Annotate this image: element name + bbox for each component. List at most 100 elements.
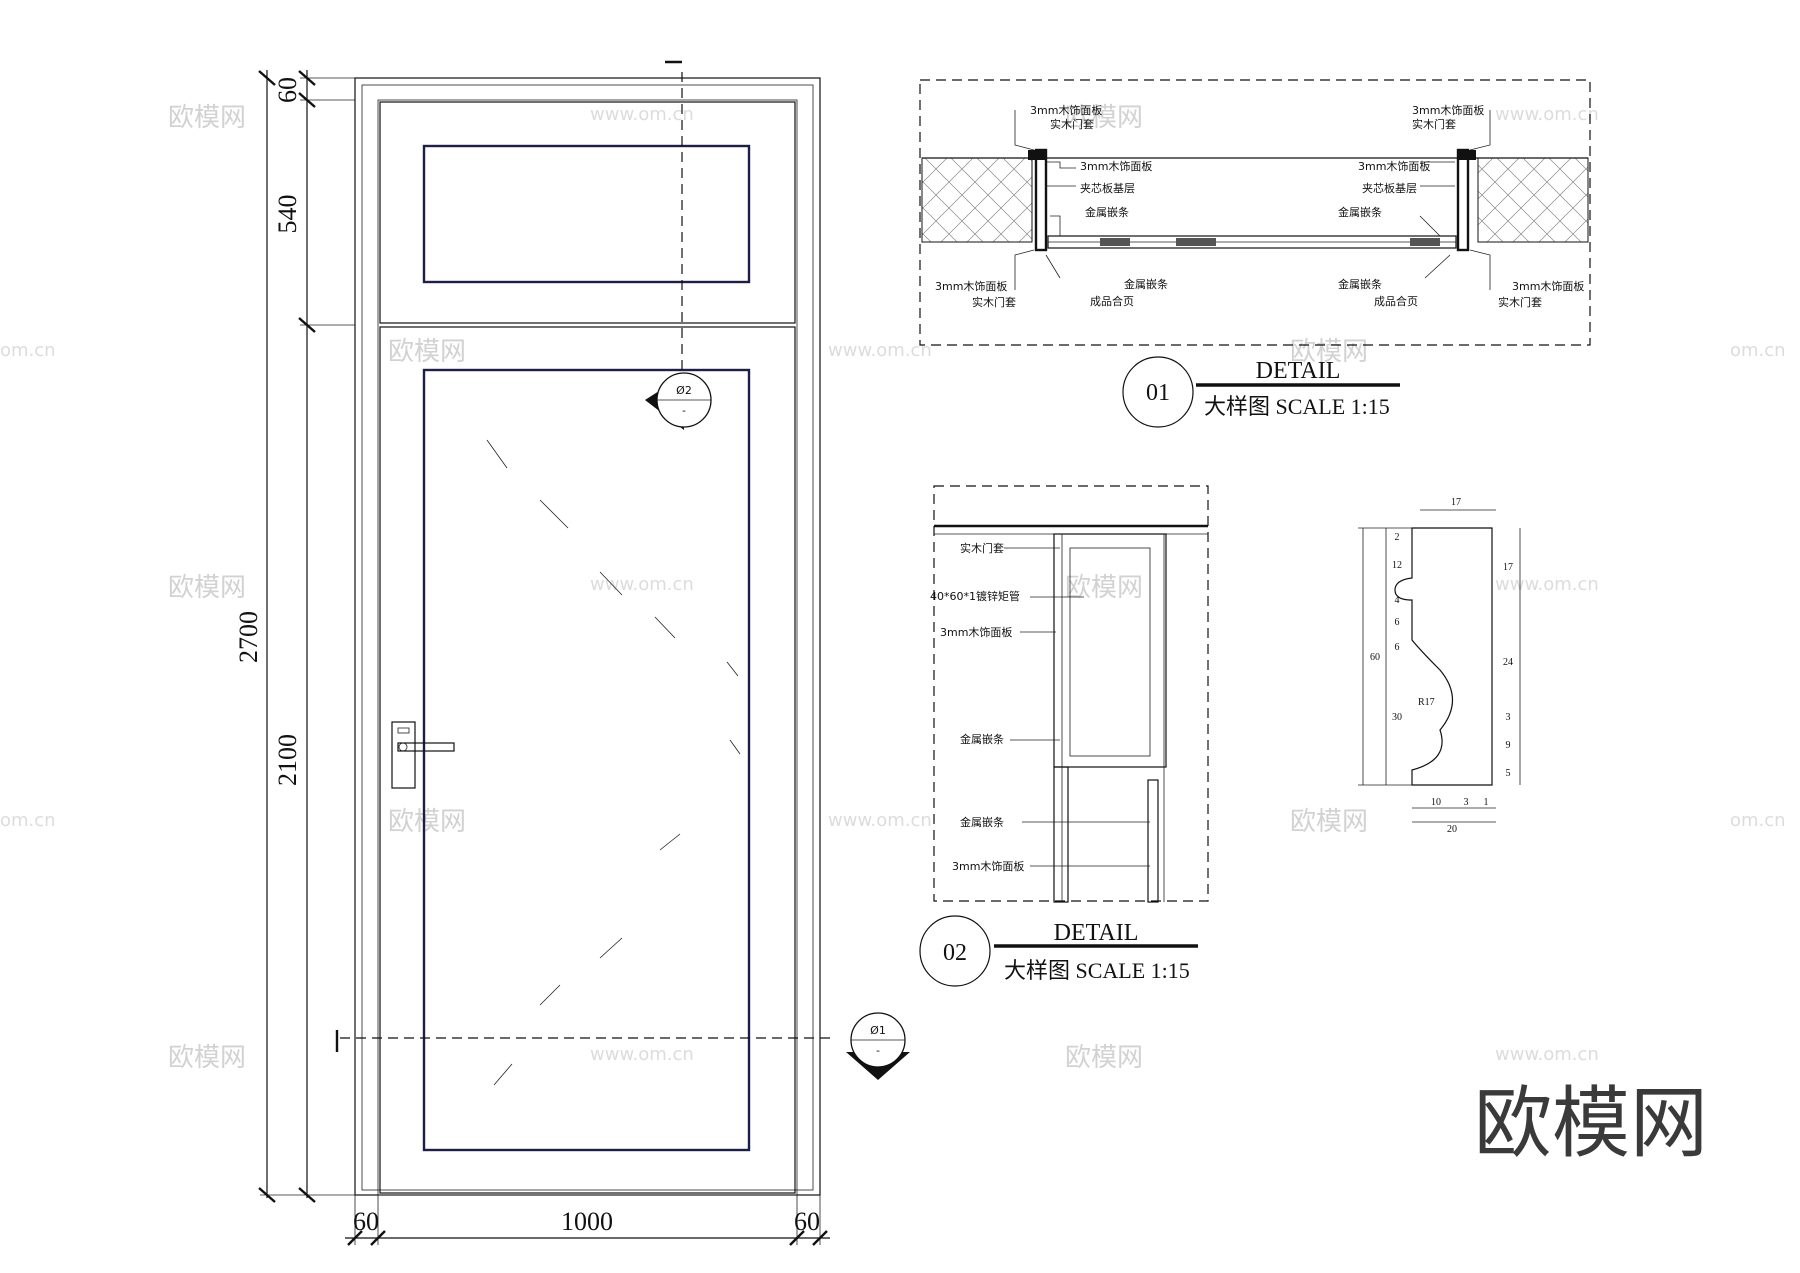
- detail-01-title: DETAIL: [1256, 358, 1341, 384]
- detail-01-frame: [919, 79, 1591, 346]
- section-marker-1: Ø1 -: [846, 1012, 910, 1080]
- detail-01: 3mm木饰面板 实木门套 3mm木饰面板 夹芯板基层 金属嵌条 3mm木饰面板 …: [919, 79, 1591, 428]
- d01-label-l4: 金属嵌条: [1085, 205, 1129, 219]
- jamb-left: [1034, 148, 1048, 252]
- door-inset-panel: [422, 368, 751, 1152]
- watermark-site: www.om.cn: [590, 574, 694, 595]
- dim-2100: 2100: [273, 734, 302, 786]
- transom-glass-panel: [422, 144, 751, 284]
- watermark-site: www.om.cn: [1495, 574, 1599, 595]
- d02-label-5: 3mm木饰面板: [952, 859, 1024, 873]
- door-frame-lining: [377, 99, 798, 1196]
- watermark-brand: 欧模网: [168, 103, 246, 133]
- marker-2-number: Ø2: [676, 384, 692, 397]
- d01-label-r3: 夹芯板基层: [1362, 181, 1417, 195]
- profile-dim-6b: 6: [1395, 642, 1400, 653]
- wall-right: [1477, 157, 1589, 243]
- d01-label-l8: 成品合页: [1090, 294, 1134, 308]
- detail-02-number: 02: [943, 940, 967, 966]
- detail-01-circle: [1122, 356, 1194, 428]
- d01-label-r7: 3mm木饰面板: [1512, 279, 1584, 293]
- watermark-site: om.cn: [0, 810, 56, 831]
- d01-label-r5: 金属嵌条: [1338, 277, 1382, 291]
- profile-dim-1: 1: [1484, 797, 1489, 808]
- profile-dim-6a: 6: [1395, 617, 1400, 628]
- d02-label-4: 金属嵌条: [960, 815, 1004, 829]
- tube-section: [1053, 533, 1167, 768]
- profile-dim-24: 24: [1503, 657, 1513, 668]
- profile-dim-10: 10: [1431, 797, 1441, 808]
- watermark-site: www.om.cn: [590, 104, 694, 125]
- d01-label-l0: 3mm木饰面板: [1030, 103, 1102, 117]
- detail-02-scale: 大样图 SCALE 1:15: [1004, 958, 1190, 983]
- d01-label-l3: 夹芯板基层: [1080, 181, 1135, 195]
- d01-label-r6: 成品合页: [1374, 294, 1418, 308]
- watermark-site: www.om.cn: [828, 340, 932, 361]
- marker-1-number: Ø1: [870, 1024, 886, 1037]
- door-handle: [391, 721, 455, 789]
- profile-dim-30: 30: [1392, 712, 1402, 723]
- detail-02-title: DETAIL: [1054, 920, 1139, 946]
- glass-reflection: [486, 439, 741, 1086]
- door-frame-inner: [361, 84, 814, 1191]
- dim-1000: 1000: [561, 1207, 613, 1236]
- watermark-site: www.om.cn: [1495, 1044, 1599, 1065]
- dim-2700: 2700: [234, 611, 263, 663]
- watermark-brand: 欧模网: [168, 1043, 246, 1073]
- watermark-site: www.om.cn: [1495, 104, 1599, 125]
- detail-02-frame: [933, 485, 1209, 902]
- frame-strip-right: [1147, 779, 1159, 903]
- profile-dim-12: 12: [1392, 560, 1402, 571]
- d01-label-r4: 金属嵌条: [1338, 205, 1382, 219]
- watermark-site: om.cn: [1730, 810, 1786, 831]
- profile-dim-9: 9: [1506, 740, 1511, 751]
- watermark-brand: 欧模网: [1065, 1043, 1143, 1073]
- d01-label-l2: 3mm木饰面板: [1080, 159, 1152, 173]
- watermark-brand: 欧模网: [1290, 337, 1368, 367]
- d01-label-l1: 实木门套: [1050, 117, 1094, 131]
- d02-label-2: 3mm木饰面板: [940, 625, 1012, 639]
- door-elevation: Ø2 - Ø1 -: [335, 60, 910, 1196]
- profile-dim-17: 17: [1503, 562, 1513, 573]
- profile-dim-60: 60: [1370, 652, 1380, 663]
- marker-2-sub: -: [682, 404, 686, 417]
- transom-panel: [379, 101, 796, 324]
- dim-60-right: 60: [794, 1207, 820, 1236]
- watermark-brand: 欧模网: [1290, 807, 1368, 837]
- profile-dim-4: 4: [1395, 595, 1400, 606]
- profile-dim-20: 20: [1447, 824, 1457, 835]
- dim-540: 540: [273, 195, 302, 234]
- horizontal-dimensions: 60 1000 60: [345, 1195, 830, 1246]
- d01-label-r8: 实木门套: [1498, 295, 1542, 309]
- dim-60-vertical: 60: [273, 77, 302, 103]
- d01-label-r1: 实木门套: [1412, 117, 1456, 131]
- dim-60-left: 60: [353, 1207, 379, 1236]
- frame-strip-left: [1053, 766, 1069, 903]
- vertical-dimensions: 60 540 2700 2100: [234, 70, 355, 1203]
- profile-dim-3: 3: [1506, 712, 1511, 723]
- profile-dim-3b: 3: [1464, 797, 1469, 808]
- watermark-site: om.cn: [0, 340, 56, 361]
- profile-dim-5: 5: [1506, 768, 1511, 779]
- watermark-site: www.om.cn: [590, 1044, 694, 1065]
- d01-label-l5: 3mm木饰面板: [935, 279, 1007, 293]
- profile-outline: [1394, 527, 1493, 786]
- d02-label-0: 实木门套: [960, 541, 1004, 555]
- detail-02-circle: [919, 915, 991, 987]
- frame-profile: 17 60 2 12 4 6 6 30 3 9 5 17 24 R17 10 3…: [1358, 497, 1521, 835]
- d01-label-r2: 3mm木饰面板: [1358, 159, 1430, 173]
- watermark-brand: 欧模网: [388, 807, 466, 837]
- watermark-site: om.cn: [1730, 340, 1786, 361]
- d02-label-1: 40*60*1镀锌矩管: [930, 589, 1020, 603]
- profile-dim-top: 17: [1451, 497, 1461, 508]
- profile-dim-2: 2: [1395, 532, 1400, 543]
- watermark-brand: 欧模网: [388, 337, 466, 367]
- d02-label-3: 金属嵌条: [960, 732, 1004, 746]
- d01-label-l6: 实木门套: [972, 295, 1016, 309]
- jamb-right: [1456, 148, 1470, 252]
- detail-02: 实木门套 40*60*1镀锌矩管 3mm木饰面板 金属嵌条 金属嵌条 3mm木饰…: [919, 485, 1209, 987]
- marker-1-sub: -: [876, 1044, 880, 1057]
- section-marker-2: Ø2 -: [645, 372, 712, 430]
- detail-01-scale: 大样图 SCALE 1:15: [1204, 394, 1390, 419]
- watermark-site: www.om.cn: [828, 810, 932, 831]
